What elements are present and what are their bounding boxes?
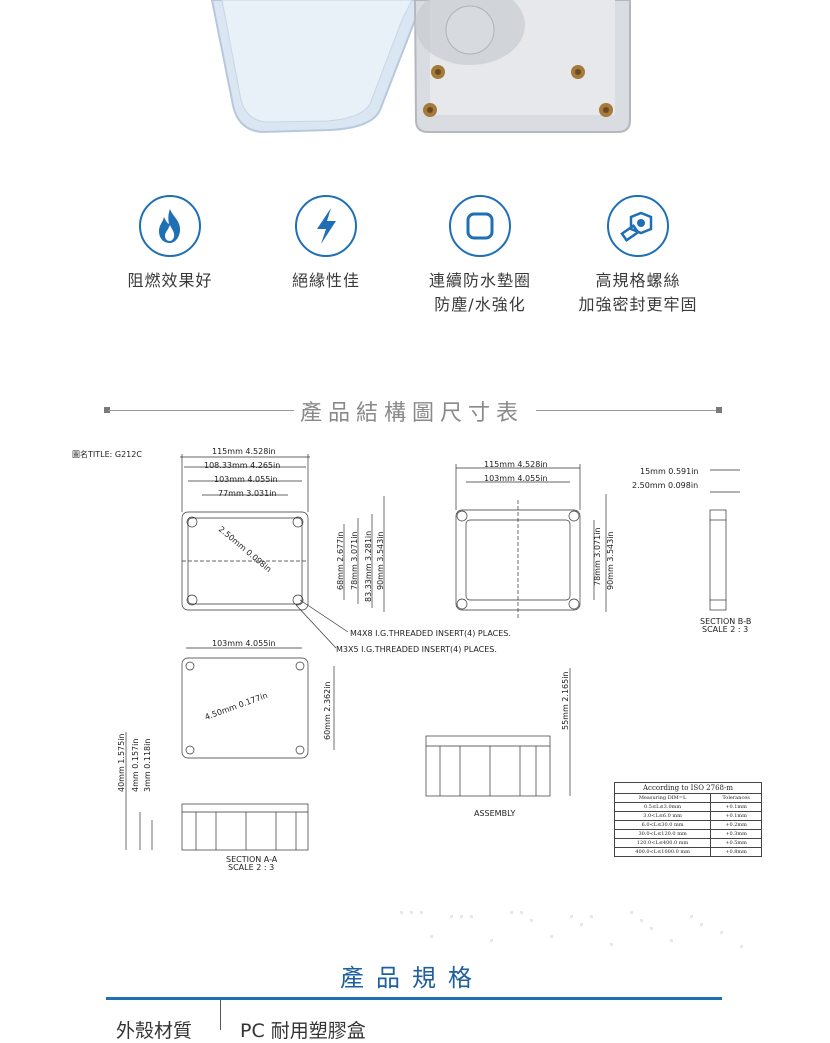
iso-cell: 30.0<L≤120.0 mm [613, 829, 712, 839]
section-aa-scale: SCALE 2 : 3 [228, 863, 274, 872]
iso-cell: 400.0<L≤1000.0 mm [613, 847, 712, 857]
seal-gasket-icon [449, 195, 511, 257]
feature-label-line: 高規格螺絲 [595, 271, 681, 290]
decorative-dot-pattern [400, 911, 743, 948]
iso-table-title: According to ISO 2768-m [614, 782, 762, 794]
iso-cell: +0.2mm [710, 820, 762, 830]
dim-top-3: 77mm 3.031in [218, 489, 277, 498]
section-aa-label: SECTION A-A [226, 855, 278, 864]
mid-dim-top-0: 115mm 4.528in [484, 460, 548, 469]
rule-dot-right [716, 407, 722, 413]
feature-label-line: 防塵/水強化 [434, 295, 526, 314]
title-rule-left [108, 410, 294, 411]
iso-cell: +0.3mm [710, 829, 762, 839]
feature-insulation: 絕緣性佳 [246, 195, 406, 293]
right-dim-1: 2.50mm 0.098in [632, 481, 698, 490]
rule-dot-left [104, 407, 110, 413]
product-photo [210, 0, 631, 134]
mid-dim-top-1: 103mm 4.055in [484, 474, 548, 483]
spec-title-bar [106, 997, 722, 1000]
drawing-title: 圖名TITLE: G212C [72, 449, 142, 459]
iso-cell: 3.0<L≤6.0 mm [613, 811, 712, 821]
iso-header: Measuring DIM=L [613, 793, 712, 803]
lid-dim-side: 60mm 2.362in [323, 681, 332, 740]
feature-label: 阻燃效果好 [127, 271, 213, 290]
dim-top-1: 108.33mm 4.265in [204, 461, 280, 470]
dim-side-3: 90mm 3.543in [376, 531, 385, 590]
dim-top-0: 115mm 4.528in [212, 447, 276, 456]
feature-gasket: 連續防水墊圈 防塵/水強化 [400, 195, 560, 317]
assembly-dim: 55mm 2.165in [561, 671, 570, 730]
spec-divider [220, 1000, 221, 1030]
feature-label-multiline: 高規格螺絲 加強密封更牢固 [558, 269, 718, 317]
note-1: M4X8 I.G.THREADED INSERT(4) PLACES. [350, 629, 511, 638]
technical-drawing: 圖名TITLE: G212C 115mm 4.528in 108.33mm 4.… [72, 447, 751, 872]
feature-screws: 高規格螺絲 加強密封更牢固 [558, 195, 718, 317]
dim-side-1: 78mm 3.071in [350, 531, 359, 590]
section-bb-scale: SCALE 2 : 3 [702, 625, 748, 634]
dim-side-2: 83.33mm 3.281in [364, 531, 373, 602]
iso-cell: 0.5≤L≤3.0mm [613, 802, 712, 812]
iso-cell: +0.1mm [710, 802, 762, 812]
mid-dim-side-1: 90mm 3.543in [606, 531, 615, 590]
section-bb-label: SECTION B-B [700, 617, 751, 626]
lid-diag: 4.50mm 0.177in [204, 691, 269, 722]
diag-dim: 2.50mm 0.098in [217, 525, 273, 574]
flame-icon [139, 195, 201, 257]
iso-cell: 6.0<L≤30.0 mm [613, 820, 712, 830]
lid-dim-top: 103mm 4.055in [212, 639, 276, 648]
assembly-label: ASSEMBLY [474, 809, 515, 818]
left-dim-0: 40mm 1.575in [117, 733, 126, 792]
left-dim-1: 4mm 0.157in [131, 739, 140, 792]
title-rule-right [536, 410, 720, 411]
note-2: M3X5 I.G.THREADED INSERT(4) PLACES. [336, 645, 497, 654]
lightning-icon [295, 195, 357, 257]
bolt-nut-icon [607, 195, 669, 257]
iso-cell: +0.5mm [710, 838, 762, 848]
iso-tolerance-table: According to ISO 2768-m Measuring DIM=L … [613, 782, 762, 857]
feature-label-line: 加強密封更牢固 [578, 295, 698, 314]
dim-side-0: 68mm 2.677in [336, 531, 345, 590]
iso-header: Tolerances [710, 793, 762, 803]
feature-label-line: 連續防水墊圈 [428, 271, 531, 290]
iso-cell: 120.0<L≤400.0 mm [613, 838, 712, 848]
spec-section-title: 產品規格 [340, 964, 484, 992]
iso-cell: +0.8mm [710, 847, 762, 857]
drawing-section-title: 產品結構圖尺寸表 [300, 401, 525, 426]
feature-label: 絕緣性佳 [291, 271, 360, 290]
right-dim-0: 15mm 0.591in [640, 467, 699, 476]
dim-top-2: 103mm 4.055in [214, 475, 278, 484]
feature-label-multiline: 連續防水墊圈 防塵/水強化 [400, 269, 560, 317]
left-dim-2: 3mm 0.118in [143, 739, 152, 792]
feature-flame: 阻燃效果好 [90, 195, 250, 293]
mid-dim-side-0: 78mm 3.071in [593, 527, 602, 586]
iso-cell: +0.1mm [710, 811, 762, 821]
